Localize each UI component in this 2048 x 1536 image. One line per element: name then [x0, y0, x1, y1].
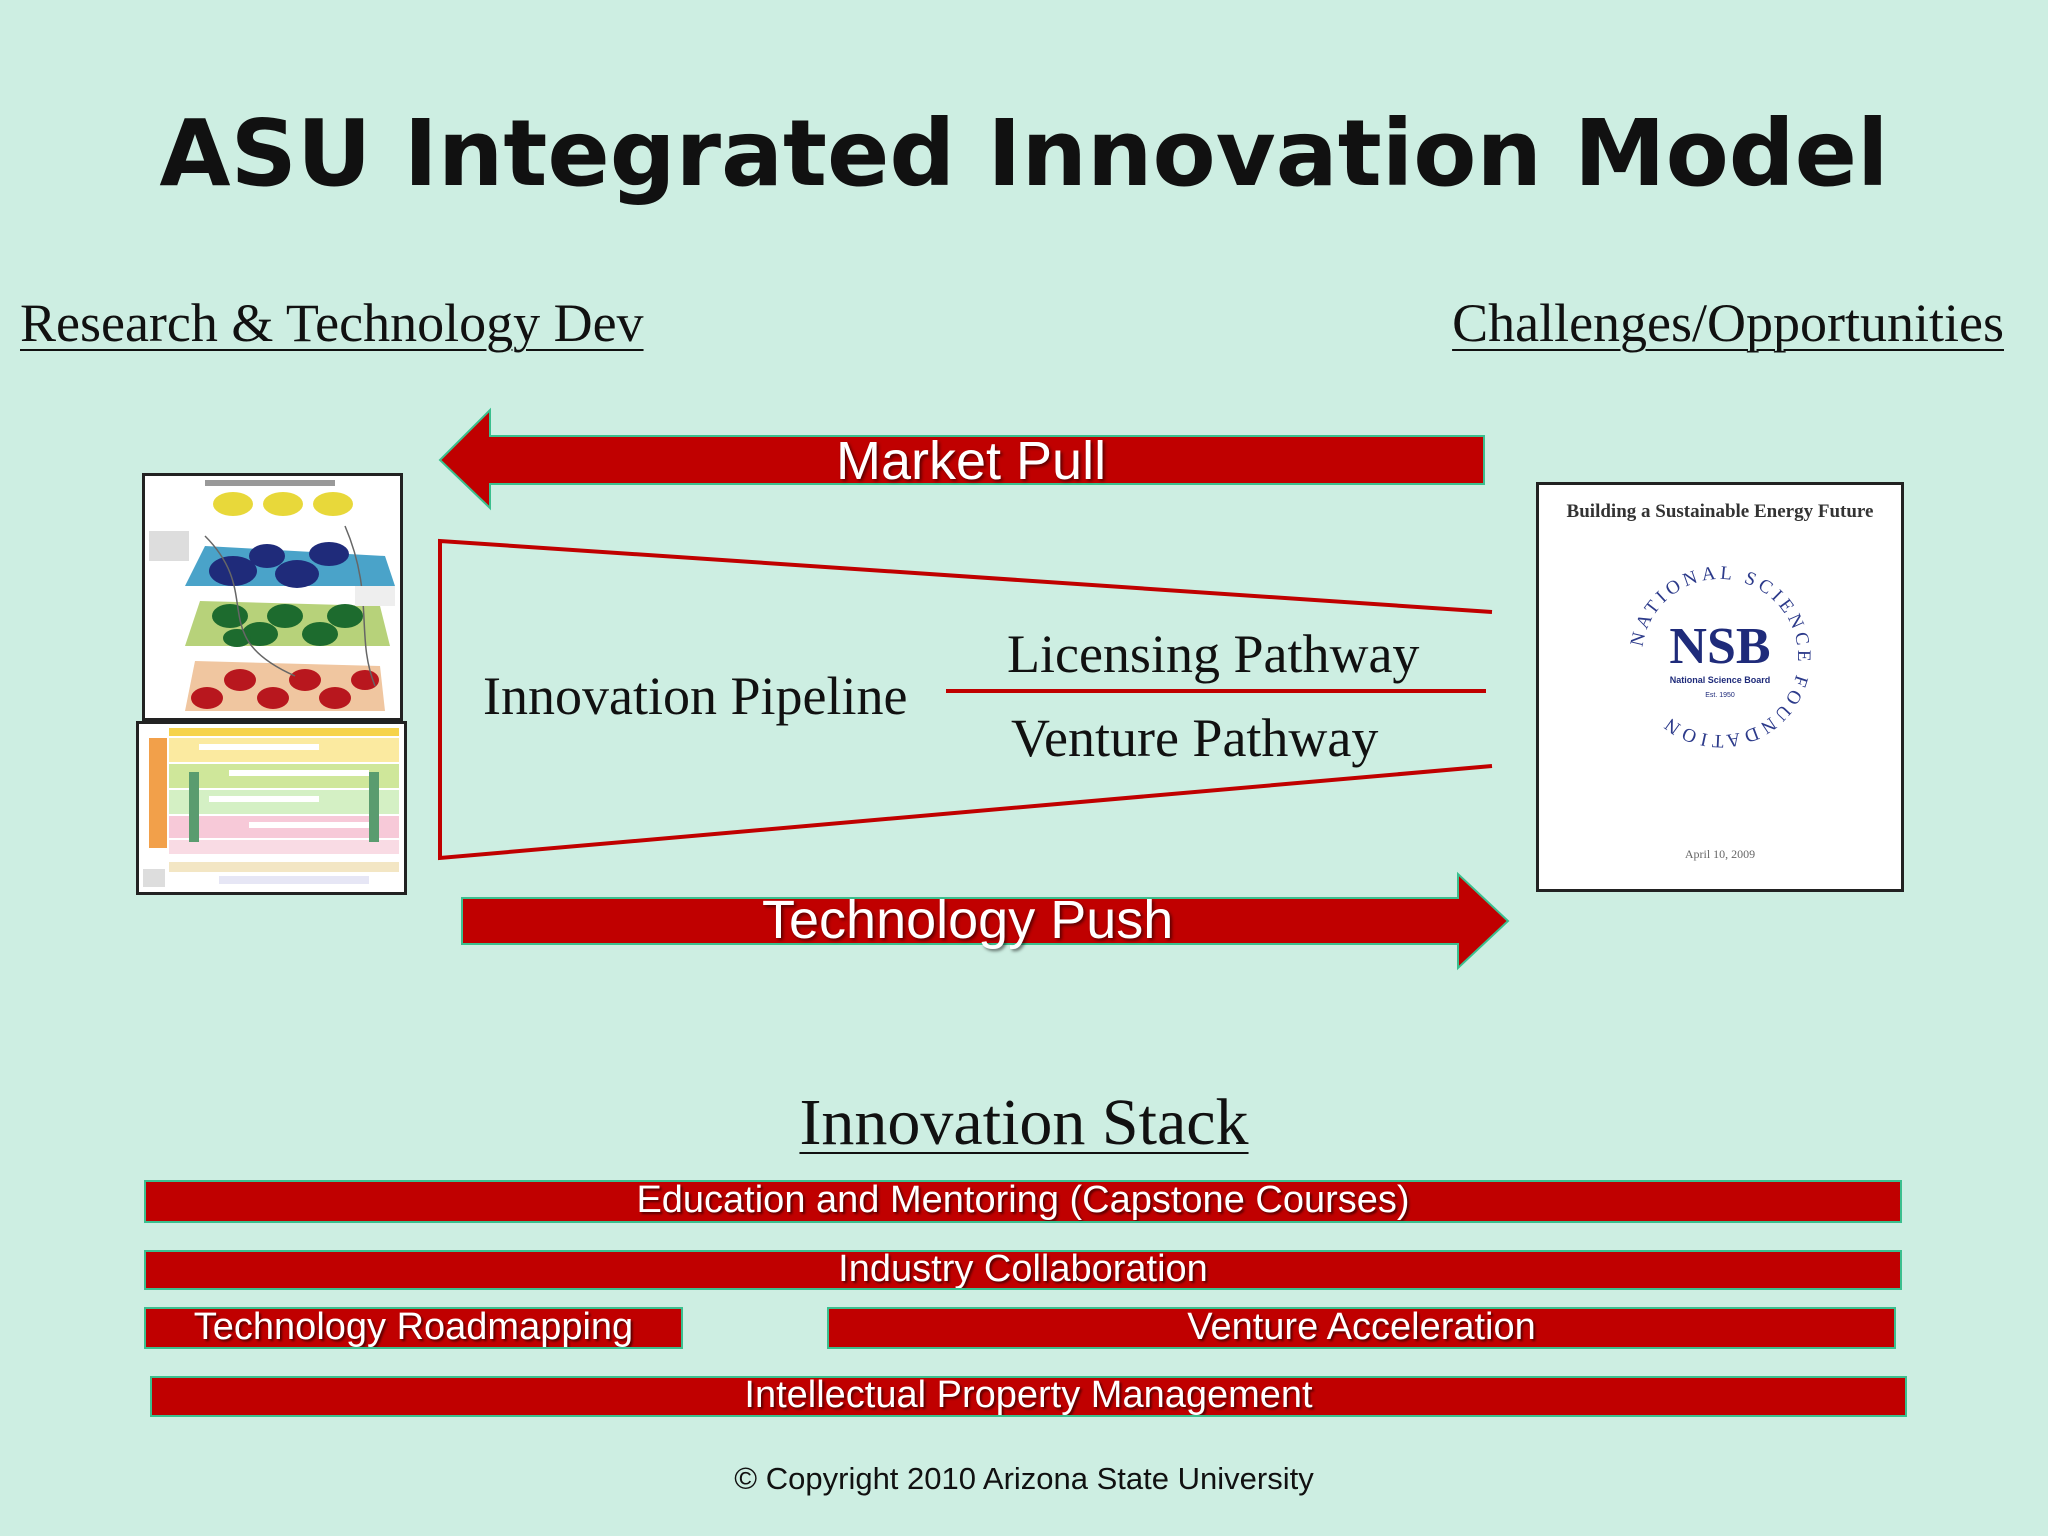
report-title: Building a Sustainable Energy Future — [1566, 501, 1874, 522]
slide-title: ASU Integrated Innovation Model — [159, 100, 1889, 207]
copyright-footer: © Copyright 2010 Arizona State Universit… — [734, 1461, 1314, 1496]
technology-roadmap-thumbnail — [136, 721, 407, 895]
innovation-model-graphic — [438, 407, 1510, 971]
market-pull-arrow — [438, 407, 1485, 511]
stack-bar-ip: Intellectual Property Management — [150, 1376, 1907, 1417]
seal-est-text: Est. 1950 — [1705, 692, 1735, 699]
technology-push-arrow — [461, 871, 1510, 971]
research-diagram-image — [145, 476, 400, 718]
seal-logo: NSB — [1669, 618, 1770, 675]
nsf-seal: NATIONAL SCIENCE FOUNDATION NSB National… — [1627, 563, 1811, 752]
report-date: April 10, 2009 — [1684, 847, 1756, 861]
seal-board-text: National Science Board — [1670, 675, 1771, 685]
stack-bar-industry: Industry Collaboration — [144, 1250, 1902, 1290]
stack-bar-education: Education and Mentoring (Capstone Course… — [144, 1180, 1902, 1223]
challenges-opportunities-heading: Challenges/Opportunities — [1452, 293, 2004, 353]
venture-pathway-label: Venture Pathway — [1011, 708, 1379, 768]
stack-bar-roadmapping: Technology Roadmapping — [144, 1307, 683, 1349]
innovation-pipeline-label: Innovation Pipeline — [483, 666, 908, 726]
stack-bar-venture: Venture Acceleration — [827, 1307, 1896, 1349]
market-pull-label: Market Pull — [836, 431, 1107, 491]
innovation-pipeline-funnel — [438, 538, 1493, 861]
innovation-stack-heading: Innovation Stack — [799, 1086, 1249, 1159]
licensing-pathway-label: Licensing Pathway — [1007, 624, 1420, 684]
research-technology-heading: Research & Technology Dev — [20, 293, 644, 353]
technology-roadmap-image — [139, 724, 404, 892]
research-diagram-thumbnail — [142, 473, 403, 721]
energy-report-cover: Building a Sustainable Energy Future NAT… — [1536, 482, 1904, 892]
technology-push-label: Technology Push — [762, 890, 1174, 950]
